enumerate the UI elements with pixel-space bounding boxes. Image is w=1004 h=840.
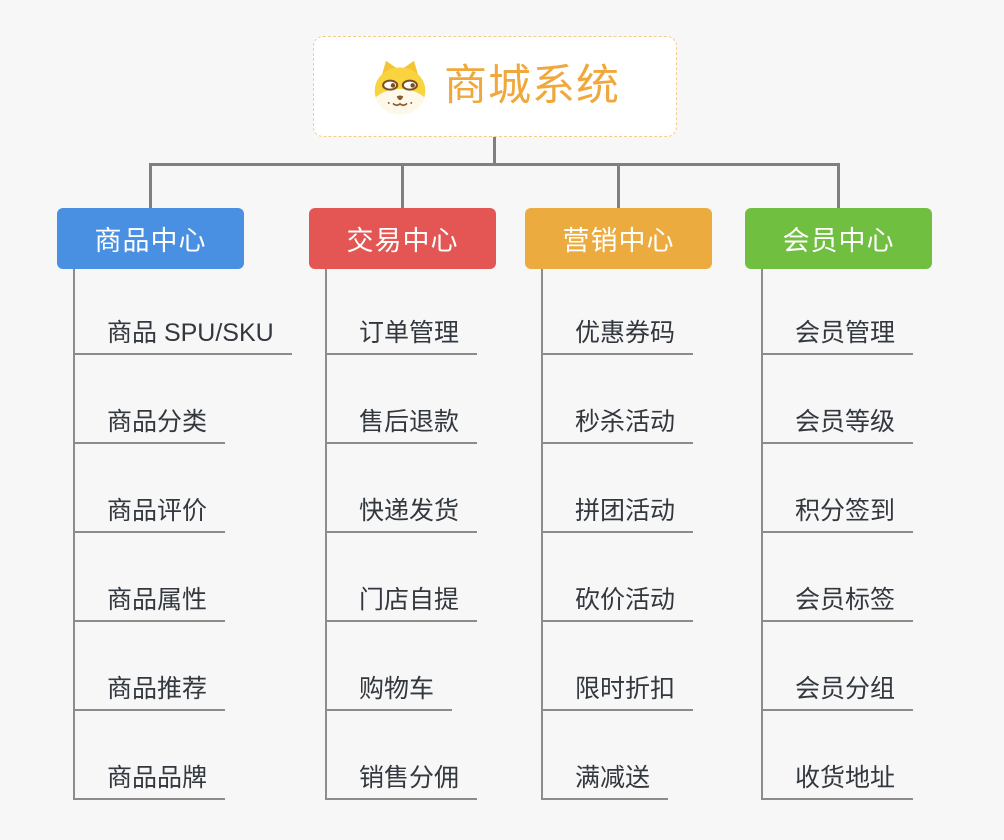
leaf-topic[interactable]: 收货地址 <box>763 711 914 800</box>
leaf-label: 售后退款 <box>327 407 478 444</box>
leaf-label: 砍价活动 <box>543 585 694 622</box>
leaf-topic[interactable]: 购物车 <box>327 622 477 711</box>
connector-root-stub <box>493 137 496 164</box>
leaf-topic[interactable]: 会员标签 <box>763 533 914 622</box>
leaf-topic[interactable]: 砍价活动 <box>543 533 694 622</box>
dog-face-icon <box>370 57 430 117</box>
leaf-label: 积分签到 <box>763 496 914 533</box>
root-node[interactable]: 商城系统 <box>313 36 677 137</box>
leaf-topic[interactable]: 门店自提 <box>327 533 478 622</box>
connector-drop-members <box>837 164 840 210</box>
leaf-label: 商品属性 <box>75 585 226 622</box>
leaf-label: 快递发货 <box>327 496 478 533</box>
leaf-label: 会员标签 <box>763 585 914 622</box>
leaf-label: 拼团活动 <box>543 496 694 533</box>
leaf-label: 限时折扣 <box>543 674 694 711</box>
leaf-list-marketing: 优惠券码 秒杀活动 拼团活动 砍价活动 限时折扣 满减送 <box>541 269 694 800</box>
leaf-topic[interactable]: 快递发货 <box>327 444 478 533</box>
connector-drop-marketing <box>617 164 620 210</box>
leaf-topic[interactable]: 商品推荐 <box>75 622 292 711</box>
leaf-label: 收货地址 <box>763 763 914 800</box>
connector-drop-trade <box>401 164 404 210</box>
leaf-topic[interactable]: 商品属性 <box>75 533 292 622</box>
branch-column-members: 会员中心 会员管理 会员等级 积分签到 会员标签 会员分组 收货地址 <box>745 208 932 800</box>
connector-drop-products <box>149 164 152 210</box>
root-title: 商城系统 <box>444 62 620 110</box>
leaf-label: 购物车 <box>327 674 453 711</box>
leaf-label: 优惠券码 <box>543 318 694 355</box>
leaf-list-members: 会员管理 会员等级 积分签到 会员标签 会员分组 收货地址 <box>761 269 914 800</box>
leaf-list-trade: 订单管理 售后退款 快递发货 门店自提 购物车 销售分佣 <box>325 269 478 800</box>
leaf-label: 会员分组 <box>763 674 914 711</box>
branch-node-member-center[interactable]: 会员中心 <box>745 208 932 269</box>
leaf-topic[interactable]: 销售分佣 <box>327 711 478 800</box>
leaf-topic[interactable]: 商品 SPU/SKU <box>75 269 292 355</box>
leaf-label: 会员管理 <box>763 318 914 355</box>
leaf-topic[interactable]: 商品品牌 <box>75 711 292 800</box>
leaf-label: 商品 SPU/SKU <box>75 318 292 355</box>
leaf-topic[interactable]: 商品分类 <box>75 355 292 444</box>
leaf-topic[interactable]: 积分签到 <box>763 444 914 533</box>
leaf-label: 商品品牌 <box>75 763 226 800</box>
leaf-topic[interactable]: 订单管理 <box>327 269 478 355</box>
leaf-topic[interactable]: 售后退款 <box>327 355 478 444</box>
leaf-label: 会员等级 <box>763 407 914 444</box>
leaf-topic[interactable]: 商品评价 <box>75 444 292 533</box>
leaf-list-products: 商品 SPU/SKU 商品分类 商品评价 商品属性 商品推荐 商品品牌 <box>73 269 292 800</box>
leaf-topic[interactable]: 会员等级 <box>763 355 914 444</box>
leaf-topic[interactable]: 优惠券码 <box>543 269 694 355</box>
leaf-label: 商品评价 <box>75 496 226 533</box>
leaf-topic[interactable]: 秒杀活动 <box>543 355 694 444</box>
leaf-label: 订单管理 <box>327 318 478 355</box>
leaf-topic[interactable]: 会员分组 <box>763 622 914 711</box>
leaf-label: 秒杀活动 <box>543 407 694 444</box>
leaf-topic[interactable]: 限时折扣 <box>543 622 694 711</box>
branch-column-products: 商品中心 商品 SPU/SKU 商品分类 商品评价 商品属性 商品推荐 商品品牌 <box>57 208 292 800</box>
leaf-label: 商品推荐 <box>75 674 226 711</box>
branch-column-trade: 交易中心 订单管理 售后退款 快递发货 门店自提 购物车 销售分佣 <box>309 208 496 800</box>
leaf-topic[interactable]: 会员管理 <box>763 269 914 355</box>
leaf-label: 商品分类 <box>75 407 226 444</box>
connector-horizontal-bar <box>149 163 840 166</box>
branch-node-marketing-center[interactable]: 营销中心 <box>525 208 712 269</box>
leaf-label: 满减送 <box>543 763 669 800</box>
leaf-label: 销售分佣 <box>327 763 478 800</box>
leaf-topic[interactable]: 满减送 <box>543 711 693 800</box>
leaf-topic[interactable]: 拼团活动 <box>543 444 694 533</box>
branch-column-marketing: 营销中心 优惠券码 秒杀活动 拼团活动 砍价活动 限时折扣 满减送 <box>525 208 712 800</box>
leaf-label: 门店自提 <box>327 585 478 622</box>
branch-node-trade-center[interactable]: 交易中心 <box>309 208 496 269</box>
branch-node-product-center[interactable]: 商品中心 <box>57 208 244 269</box>
